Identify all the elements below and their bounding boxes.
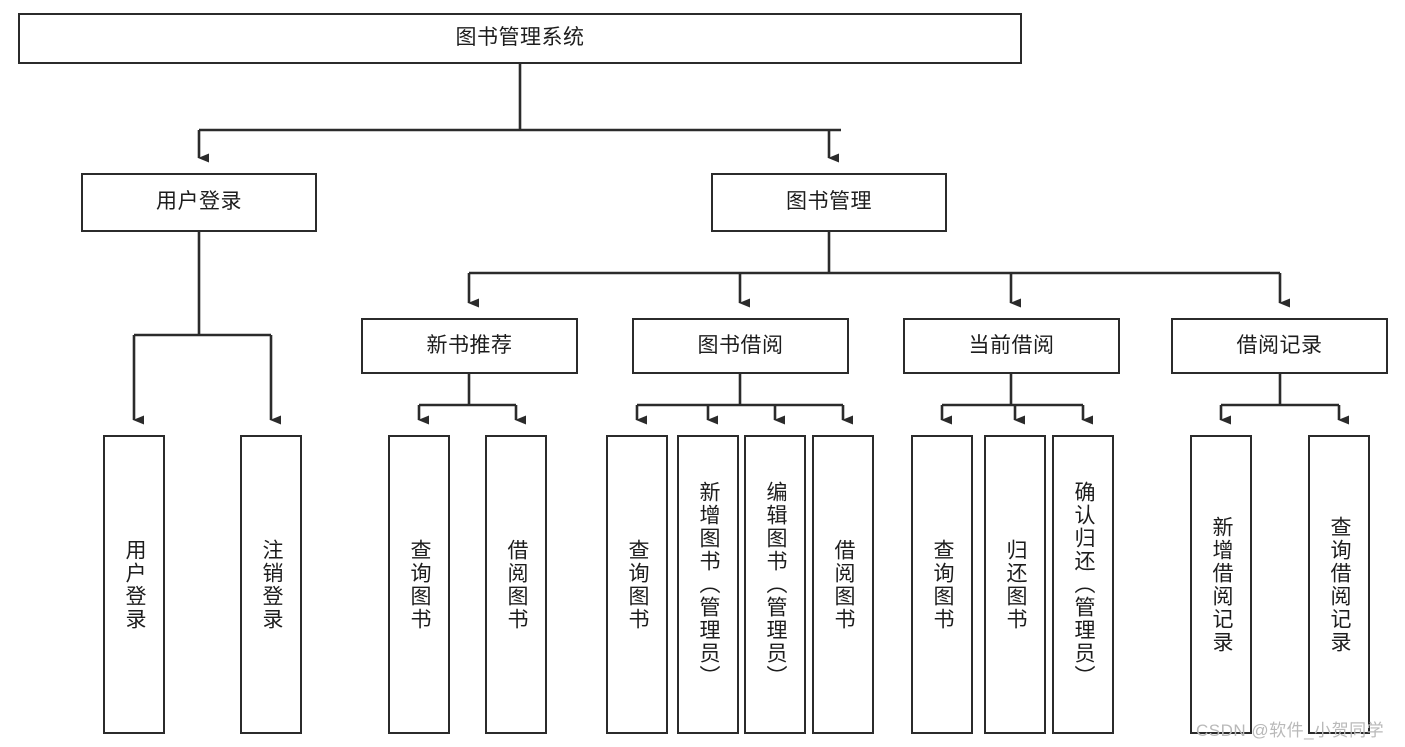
node-leaf-query-book-borrow[interactable]: 查询图书 xyxy=(606,435,668,734)
node-label-book-borrow: 图书借阅 xyxy=(697,333,784,357)
node-label-leaf-add-book: 新增图书（管理员） xyxy=(697,481,721,688)
node-label-leaf-confirm-return: 确认归还（管理员） xyxy=(1072,481,1096,688)
node-leaf-return-book[interactable]: 归还图书 xyxy=(984,435,1046,734)
node-label-leaf-edit-book: 编辑图书（管理员） xyxy=(764,481,788,688)
node-leaf-user-logout[interactable]: 注销登录 xyxy=(240,435,302,734)
node-leaf-query-book-recommend[interactable]: 查询图书 xyxy=(388,435,450,734)
node-label-new-book-recommend: 新书推荐 xyxy=(426,333,513,357)
node-label-leaf-query-borrow-record: 查询借阅记录 xyxy=(1328,515,1352,654)
node-label-current-borrow: 当前借阅 xyxy=(968,333,1055,357)
node-label-leaf-query-book-borrow: 查询图书 xyxy=(626,538,650,631)
node-leaf-add-book[interactable]: 新增图书（管理员） xyxy=(677,435,739,734)
node-label-leaf-query-book-current: 查询图书 xyxy=(931,538,955,631)
node-label-book-manage: 图书管理 xyxy=(786,190,872,214)
node-leaf-confirm-return[interactable]: 确认归还（管理员） xyxy=(1052,435,1114,734)
node-leaf-add-borrow-record[interactable]: 新增借阅记录 xyxy=(1190,435,1252,734)
node-leaf-edit-book[interactable]: 编辑图书（管理员） xyxy=(744,435,806,734)
node-book-manage[interactable]: 图书管理 xyxy=(711,173,947,232)
node-leaf-borrow-book[interactable]: 借阅图书 xyxy=(812,435,874,734)
node-label-leaf-borrow-book: 借阅图书 xyxy=(832,538,856,631)
node-leaf-query-book-current[interactable]: 查询图书 xyxy=(911,435,973,734)
node-book-borrow[interactable]: 图书借阅 xyxy=(632,318,849,374)
node-new-book-recommend[interactable]: 新书推荐 xyxy=(361,318,578,374)
node-label-leaf-return-book: 归还图书 xyxy=(1004,538,1028,631)
node-user-login[interactable]: 用户登录 xyxy=(81,173,317,232)
node-label-user-login: 用户登录 xyxy=(156,190,242,214)
node-borrow-record[interactable]: 借阅记录 xyxy=(1171,318,1388,374)
node-label-leaf-query-book-recommend: 查询图书 xyxy=(408,538,432,631)
node-label-root: 图书管理系统 xyxy=(455,26,585,50)
node-label-borrow-record: 借阅记录 xyxy=(1236,333,1323,357)
node-leaf-user-login[interactable]: 用户登录 xyxy=(103,435,165,734)
node-leaf-query-borrow-record[interactable]: 查询借阅记录 xyxy=(1308,435,1370,734)
node-root-system[interactable]: 图书管理系统 xyxy=(18,13,1022,64)
node-current-borrow[interactable]: 当前借阅 xyxy=(903,318,1120,374)
node-label-leaf-user-login: 用户登录 xyxy=(123,538,147,631)
node-label-leaf-borrow-book-recommend: 借阅图书 xyxy=(505,538,529,631)
node-label-leaf-add-borrow-record: 新增借阅记录 xyxy=(1210,515,1234,654)
node-label-leaf-user-logout: 注销登录 xyxy=(260,538,284,631)
node-leaf-borrow-book-recommend[interactable]: 借阅图书 xyxy=(485,435,547,734)
